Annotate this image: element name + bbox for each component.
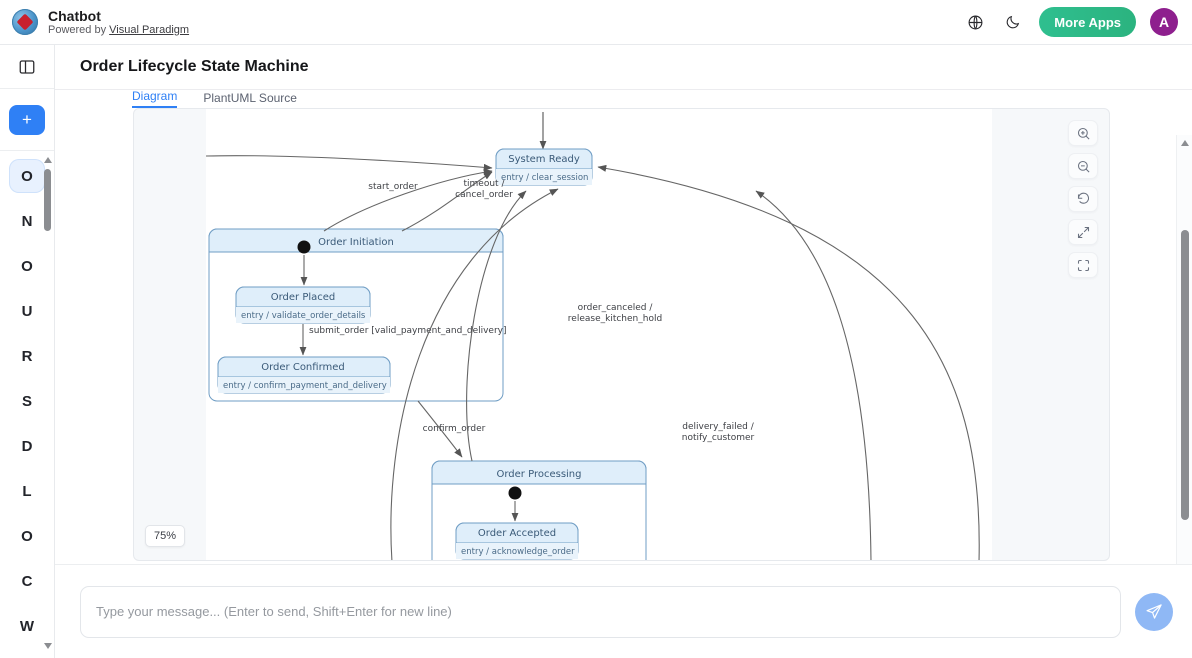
panel-toggle-icon[interactable] <box>0 45 54 89</box>
conversation-item[interactable]: N <box>21 212 33 230</box>
state-entry-system-ready: entry / clear_session <box>501 173 588 183</box>
transition-label-submit-order: submit_order [valid_payment_and_delivery… <box>309 326 507 336</box>
state-label-order-confirmed: Order Confirmed <box>261 362 345 373</box>
initial-node-order-initiation <box>297 240 311 254</box>
scroll-up-arrow-icon[interactable] <box>1181 140 1189 146</box>
avatar[interactable]: A <box>1150 8 1178 36</box>
conversation-item[interactable]: O <box>21 527 33 545</box>
state-label-order-accepted: Order Accepted <box>478 528 556 539</box>
state-label-order-placed: Order Placed <box>271 292 336 303</box>
message-input[interactable] <box>80 585 1121 638</box>
composer <box>55 564 1192 658</box>
message-area: Diagram PlantUML Source O <box>55 90 1192 564</box>
transition-label-timeout-line2: cancel_order <box>455 190 513 200</box>
send-paper-plane-icon <box>1146 603 1162 619</box>
diagram-tabs: Diagram PlantUML Source <box>132 90 297 108</box>
conversation-item[interactable]: O <box>9 159 45 193</box>
conversation-item[interactable]: D <box>21 437 33 455</box>
left-rail: + O N O U R S D L O C W <box>0 45 55 658</box>
state-entry-order-accepted: entry / acknowledge_order <box>461 547 575 557</box>
diagram-canvas[interactable]: Order Initiation Order Placed entry <box>206 109 992 560</box>
state-label-system-ready: System Ready <box>508 154 580 165</box>
rail-scroll-thumb[interactable] <box>44 169 51 231</box>
visual-paradigm-link[interactable]: Visual Paradigm <box>109 23 190 36</box>
transition-label-order-canceled-line2: release_kitchen_hold <box>568 314 662 324</box>
transition-label-confirm-order: confirm_order <box>423 424 486 434</box>
rail-scroll-track[interactable] <box>43 169 52 637</box>
conversation-item[interactable]: L <box>22 482 32 500</box>
top-actions: More Apps A <box>963 7 1192 37</box>
state-machine-diagram: Order Initiation Order Placed entry <box>206 112 980 560</box>
zoom-out-icon[interactable] <box>1068 153 1098 179</box>
moon-icon[interactable] <box>1001 10 1025 34</box>
tab-diagram[interactable]: Diagram <box>132 90 178 108</box>
globe-icon[interactable] <box>963 10 987 34</box>
fit-screen-icon[interactable] <box>1068 252 1098 278</box>
diagram-card: Order Initiation Order Placed entry <box>133 108 1110 561</box>
transition-label-delivery-failed-line2: notify_customer <box>682 433 755 443</box>
page-title: Order Lifecycle State Machine <box>80 58 309 75</box>
content-scrollbar[interactable] <box>1176 135 1192 564</box>
tab-plantuml-source[interactable]: PlantUML Source <box>203 91 297 105</box>
zoom-level-badge: 75% <box>145 525 185 547</box>
viewer-toolbar <box>1068 120 1098 278</box>
top-bar: Chatbot Powered by Visual Paradigm More … <box>0 0 1192 45</box>
send-button[interactable] <box>1135 592 1173 631</box>
visual-paradigm-globe-logo <box>12 8 38 35</box>
state-entry-order-placed: entry / validate_order_details <box>241 311 366 321</box>
zoom-in-icon[interactable] <box>1068 120 1098 146</box>
powered-by-prefix: Powered by <box>48 23 107 36</box>
conversation-item[interactable]: S <box>21 392 32 410</box>
reset-zoom-icon[interactable] <box>1068 186 1098 212</box>
new-chat-button[interactable]: + <box>9 104 45 135</box>
transition-label-start-order: start_order <box>368 182 418 192</box>
app-title: Chatbot <box>48 7 101 24</box>
more-apps-button[interactable]: More Apps <box>1039 7 1136 37</box>
content-scroll-thumb[interactable] <box>1181 230 1189 520</box>
state-label-order-processing: Order Processing <box>497 469 582 480</box>
state-entry-order-confirmed: entry / confirm_payment_and_delivery <box>223 381 387 391</box>
conversation-item[interactable]: C <box>21 572 33 590</box>
page-header: Order Lifecycle State Machine <box>55 45 1192 90</box>
rail-scrollbar[interactable] <box>43 157 52 649</box>
scroll-up-arrow-icon[interactable] <box>43 157 52 163</box>
brand: Chatbot Powered by Visual Paradigm <box>0 8 189 37</box>
conversation-item[interactable]: W <box>19 617 35 635</box>
new-chat-container: + <box>0 89 54 151</box>
transition-label-order-canceled-line1: order_canceled / <box>578 303 654 313</box>
content-area: Order Lifecycle State Machine Diagram Pl… <box>55 45 1192 658</box>
conversation-item[interactable]: O <box>21 257 33 275</box>
initial-node-order-processing <box>508 486 522 500</box>
conversation-item[interactable]: U <box>21 302 33 320</box>
transition-label-delivery-failed-line1: delivery_failed / <box>682 422 754 432</box>
transition-label-timeout-line1: timeout / <box>464 179 506 189</box>
scroll-down-arrow-icon[interactable] <box>43 643 52 649</box>
conversation-list: O N O U R S D L O C W <box>0 151 54 658</box>
conversation-item[interactable]: R <box>21 347 33 365</box>
state-label-order-initiation: Order Initiation <box>318 237 394 248</box>
powered-by: Powered by Visual Paradigm <box>48 24 189 37</box>
fullscreen-icon[interactable] <box>1068 219 1098 245</box>
